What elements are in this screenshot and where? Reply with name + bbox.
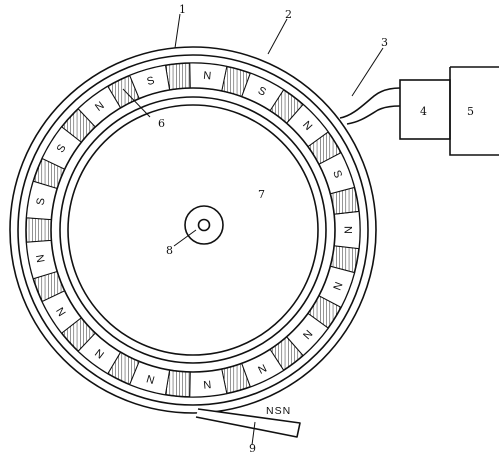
magnet-pole-label: S: [256, 85, 268, 99]
magnet-pole-label: S: [330, 169, 344, 180]
label-1: 1: [179, 3, 186, 16]
outer-tape-inner-edge: [17, 54, 369, 406]
magnet-ring-inner-edge: [50, 87, 336, 373]
label-7: 7: [258, 188, 265, 201]
magnet-pole-label: N: [34, 253, 47, 263]
label-3: 3: [381, 36, 388, 49]
magnet-pole-label: N: [342, 226, 354, 234]
tape-exit-lower-edge: [346, 105, 401, 125]
label-5: 5: [467, 105, 474, 118]
leader-6: [122, 88, 151, 118]
tape-exit-upper-edge: [339, 87, 401, 119]
label-2: 2: [285, 8, 292, 21]
magnet-pole-label: N: [145, 372, 156, 386]
label-9: 9: [249, 442, 256, 455]
leader-9: [251, 421, 256, 446]
inner-band-outer-edge: [59, 96, 327, 364]
label-4: 4: [420, 105, 427, 118]
wheel-disc: [67, 104, 319, 356]
leader-2: [267, 18, 288, 55]
spacer-segment: [25, 217, 52, 243]
processing-unit-box: [449, 66, 499, 156]
magnet-pole-label: S: [35, 197, 48, 206]
magnet-pole-label: S: [146, 75, 156, 89]
tape-pole-text: NSN: [266, 405, 291, 417]
leader-1: [174, 13, 181, 49]
magnet-pole-label: N: [203, 378, 212, 391]
outer-tape-outer-edge: [9, 46, 377, 414]
label-8: 8: [166, 244, 173, 257]
magnet-pole-label: N: [330, 280, 344, 292]
leader-8: [173, 229, 197, 247]
label-6: 6: [158, 117, 165, 130]
tape-tail: [195, 408, 301, 438]
leader-3: [351, 47, 384, 97]
magnet-pole-label: N: [203, 70, 212, 83]
hub-outer: [184, 205, 224, 245]
hub-axle: [197, 218, 211, 232]
tape-exit-mask: [338, 95, 400, 110]
